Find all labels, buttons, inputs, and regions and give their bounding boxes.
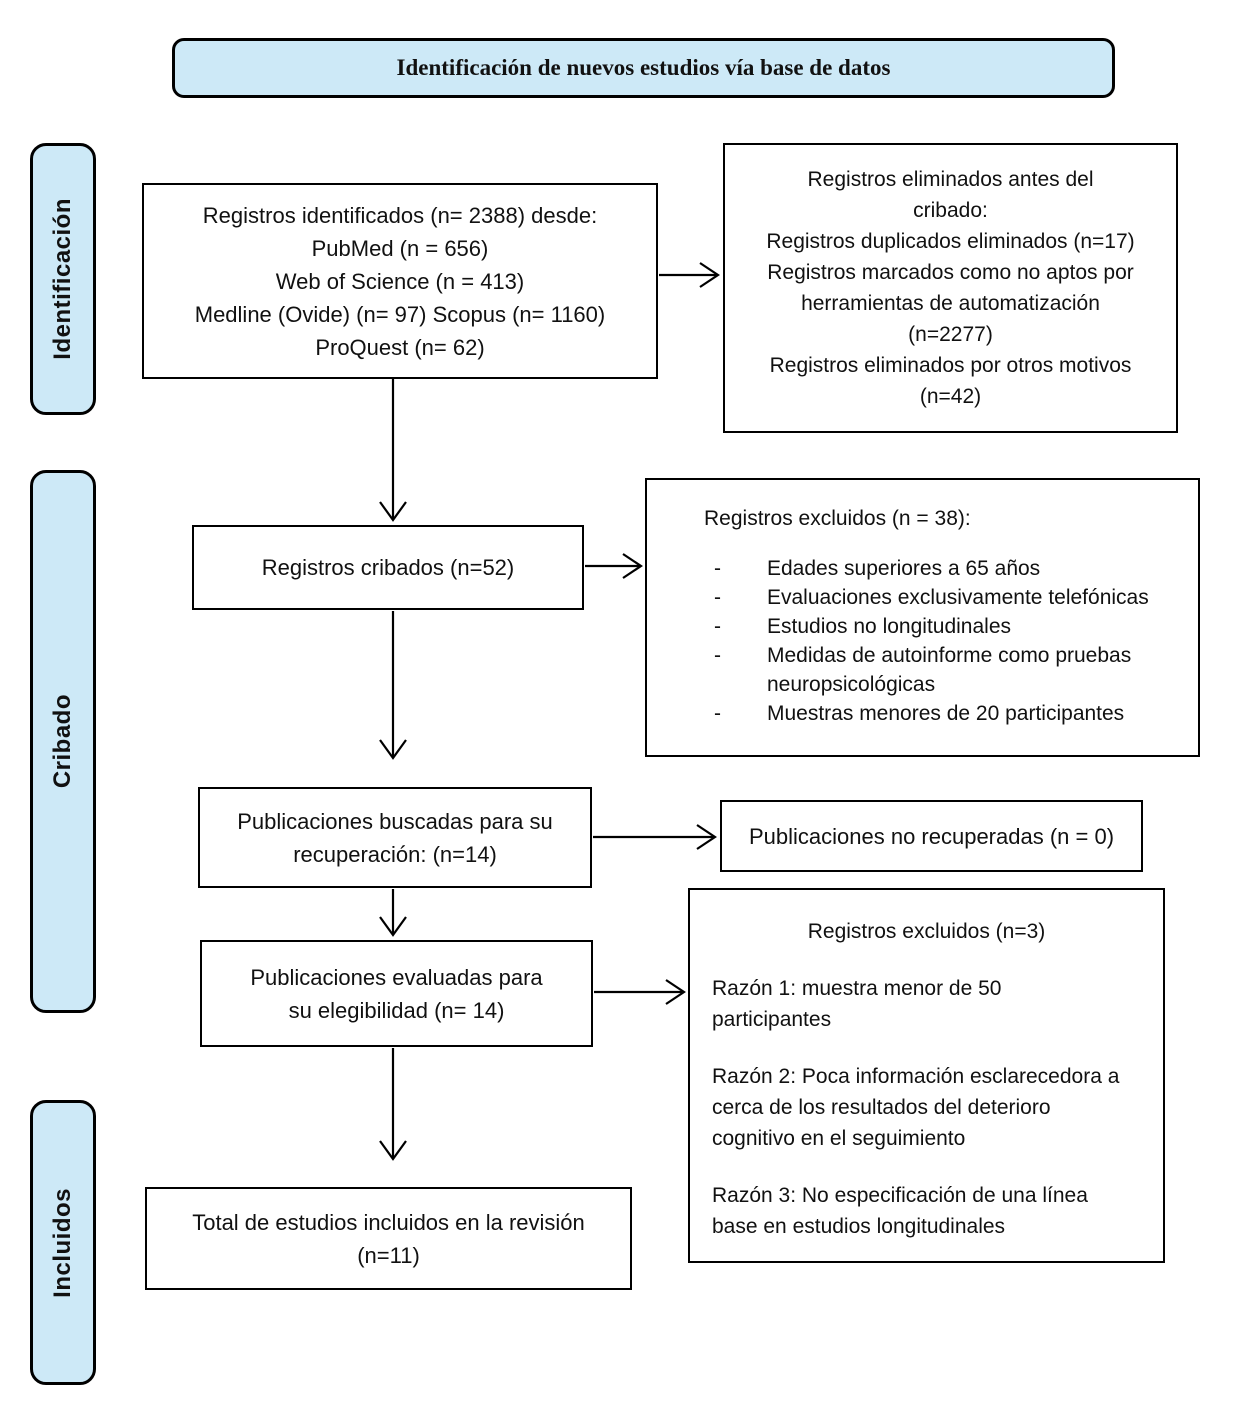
exclusion-reason-text: Edades superiores a 65 años (767, 557, 1041, 580)
publications-sought-line: Publicaciones buscadas para su (237, 808, 553, 834)
arrow-identified-to-removed (659, 262, 720, 288)
records-removed-line: Registros duplicados eliminados (n=17) (766, 230, 1135, 253)
reason-line: cognitivo en el seguimiento (712, 1127, 966, 1150)
box-records-identified: Registros identificados (n= 2388) desde:… (142, 183, 658, 379)
arrow-assessed-to-excluded3 (594, 979, 686, 1005)
total-included-line: Total de estudios incluidos en la revisi… (192, 1209, 585, 1235)
records-removed-line: herramientas de automatización (801, 292, 1100, 315)
reason-line: participantes (712, 1008, 832, 1031)
box-records-excluded-3: Registros excluidos (n=3) Razón 1: muest… (688, 888, 1165, 1263)
stage-label-screening: Cribado (49, 694, 76, 789)
reason-line: Razón 2: Poca información esclarecedora … (712, 1065, 1120, 1088)
box-publications-not-retrieved: Publicaciones no recuperadas (n = 0) (720, 800, 1143, 872)
arrow-assessed-to-total (379, 1048, 407, 1161)
list-item: - Evaluaciones exclusivamente telefónica… (647, 583, 1198, 612)
box-records-removed-before-screening: Registros eliminados antes del cribado: … (723, 143, 1178, 433)
reason-line: Razón 1: muestra menor de 50 (712, 977, 1002, 1000)
records-screened-text: Registros cribados (n=52) (261, 555, 515, 580)
records-excluded-38-heading: Registros excluidos (n = 38): (704, 507, 971, 530)
exclusion-reason-3: Razón 3: No especificación de una línea … (690, 1180, 1163, 1242)
reason-line: cerca de los resultados del deterioro (712, 1096, 1051, 1119)
total-included-line: (n=11) (357, 1242, 420, 1268)
records-identified-line: Registros identificados (n= 2388) desde: (202, 202, 598, 228)
records-removed-line: (n=42) (919, 385, 982, 408)
box-records-excluded-38: Registros excluidos (n = 38): - Edades s… (645, 478, 1200, 757)
publications-not-retrieved-text: Publicaciones no recuperadas (n = 0) (748, 823, 1115, 849)
list-item: - Estudios no longitudinales (647, 612, 1198, 641)
exclusion-reason-1: Razón 1: muestra menor de 50 participant… (690, 973, 1163, 1035)
stage-bar-identification: Identificación (30, 143, 96, 415)
list-item: - Medidas de autoinforme como pruebas ne… (647, 641, 1198, 699)
records-excluded-3-heading: Registros excluidos (n=3) (807, 920, 1046, 943)
reason-line: base en estudios longitudinales (712, 1215, 1006, 1238)
bullet-dash: - (714, 702, 721, 725)
records-identified-line: Web of Science (n = 413) (275, 268, 525, 294)
list-item: - Muestras menores de 20 participantes (647, 699, 1198, 728)
exclusion-reason-text: Evaluaciones exclusivamente telefónicas (767, 586, 1149, 609)
bullet-dash: - (714, 586, 721, 609)
box-publications-sought: Publicaciones buscadas para su recuperac… (198, 787, 592, 888)
diagram-title-banner: Identificación de nuevos estudios vía ba… (172, 38, 1115, 98)
records-removed-line: (n=2277) (908, 323, 993, 346)
exclusion-reason-text: Medidas de autoinforme como pruebas neur… (767, 644, 1132, 696)
stage-bar-screening: Cribado (30, 470, 96, 1013)
exclusion-reason-list: - Edades superiores a 65 años - Evaluaci… (647, 554, 1198, 728)
arrow-sought-to-assessed (379, 889, 407, 937)
diagram-title: Identificación de nuevos estudios vía ba… (396, 55, 891, 80)
exclusion-reason-text: Muestras menores de 20 participantes (767, 702, 1125, 725)
records-identified-line: PubMed (n = 656) (311, 235, 489, 261)
records-removed-line: cribado: (913, 199, 988, 222)
publications-assessed-line: Publicaciones evaluadas para (250, 964, 543, 990)
bullet-dash: - (714, 644, 721, 667)
arrow-sought-to-notretrieved (593, 824, 717, 850)
reason-line: Razón 3: No especificación de una línea (712, 1184, 1088, 1207)
box-records-screened: Registros cribados (n=52) (192, 525, 584, 610)
records-removed-line: Registros eliminados antes del (807, 168, 1094, 191)
exclusion-reason-2: Razón 2: Poca información esclarecedora … (690, 1061, 1163, 1154)
records-identified-line: ProQuest (n= 62) (315, 334, 485, 360)
records-removed-line: Registros eliminados por otros motivos (769, 354, 1132, 377)
arrow-screened-to-sought (379, 611, 407, 760)
publications-assessed-line: su elegibilidad (n= 14) (288, 997, 505, 1023)
list-item: - Edades superiores a 65 años (647, 554, 1198, 583)
box-total-included: Total de estudios incluidos en la revisi… (145, 1187, 632, 1290)
arrow-screened-to-excluded38 (585, 553, 643, 579)
bullet-dash: - (714, 557, 721, 580)
stage-label-identification: Identificación (49, 198, 76, 360)
exclusion-reason-text: Estudios no longitudinales (767, 615, 1012, 638)
records-removed-line: Registros marcados como no aptos por (767, 261, 1134, 284)
records-identified-line: Medline (Ovide) (n= 97) Scopus (n= 1160) (194, 301, 606, 327)
stage-label-included: Incluidos (49, 1187, 76, 1298)
publications-sought-line: recuperación: (n=14) (293, 841, 497, 867)
bullet-dash: - (714, 615, 721, 638)
stage-bar-included: Incluidos (30, 1100, 96, 1385)
box-publications-assessed: Publicaciones evaluadas para su elegibil… (200, 940, 593, 1047)
arrow-identified-to-screened (379, 379, 407, 522)
